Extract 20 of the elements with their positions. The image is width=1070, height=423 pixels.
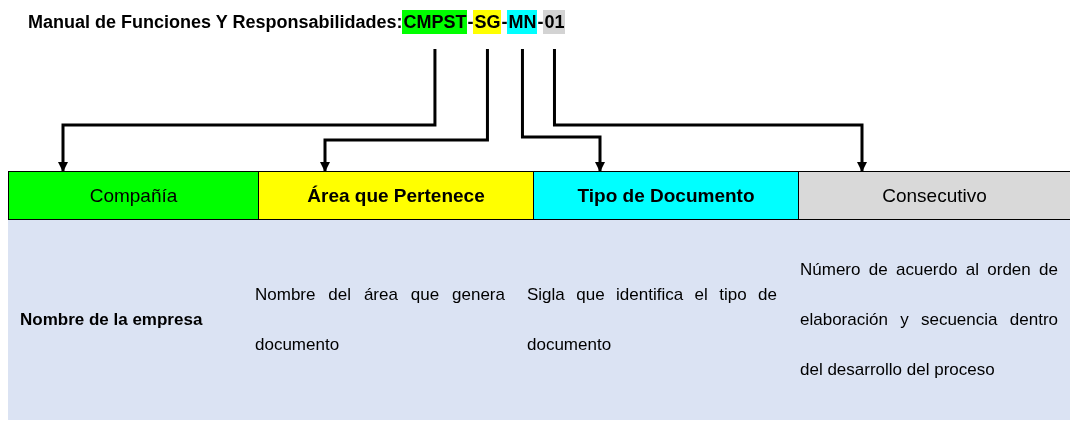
- column-header: Compañía: [8, 171, 258, 220]
- description-text: Nombre de la empresa: [20, 309, 204, 331]
- column-header: Consecutivo: [798, 171, 1070, 220]
- arrow: [520, 49, 605, 172]
- description-text: Nombre del área que genera documento: [255, 284, 505, 356]
- column-header: Área que Pertenece: [258, 171, 533, 220]
- description-text: Sigla que identifica el tipo de documento: [527, 284, 777, 356]
- code-segment: SG: [473, 10, 502, 34]
- heading-text: Manual de Funciones Y Responsabilidades:: [28, 11, 403, 34]
- code-separator: -: [501, 11, 508, 34]
- code-separator: -: [537, 11, 544, 34]
- column-header: Tipo de Documento: [533, 171, 798, 220]
- arrow: [320, 49, 489, 172]
- description-text: Número de acuerdo al orden de elaboración y secuencia dentro del desarrollo del proceso: [800, 259, 1058, 381]
- code-segment: MN: [507, 10, 538, 34]
- code-separator: -: [467, 11, 474, 34]
- code-segment: 01: [543, 10, 566, 34]
- arrow: [552, 49, 867, 172]
- arrow: [58, 49, 437, 172]
- code-segment: CMPST: [402, 10, 468, 34]
